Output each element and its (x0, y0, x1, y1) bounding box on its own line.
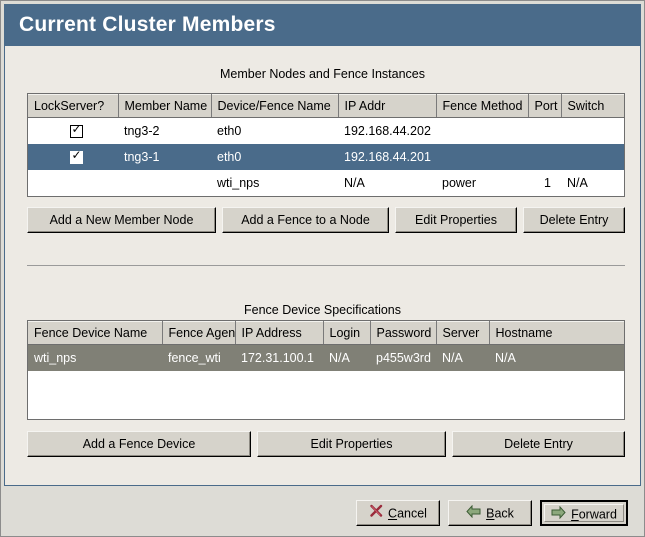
port-cell: 1 (528, 169, 561, 196)
column-header-password[interactable]: Password (370, 321, 437, 345)
forward-mnemonic: F (571, 507, 579, 522)
table-header-row: Fence Device Name Fence Agent IP Address… (28, 321, 624, 345)
column-header-ip-address[interactable]: IP Address (235, 321, 324, 345)
column-header-server[interactable]: Server (436, 321, 490, 345)
port-cell (528, 117, 561, 144)
column-header-port[interactable]: Port (528, 94, 562, 118)
fence-agent-cell: fence_wti (162, 344, 235, 371)
member-name-cell (118, 169, 211, 196)
back-mnemonic: B (486, 506, 495, 521)
arrow-left-icon (466, 502, 481, 526)
ip-address-cell: 172.31.100.1 (235, 344, 323, 371)
column-header-ip-addr[interactable]: IP Addr (338, 94, 437, 118)
window-titlebar: Current Cluster Members (4, 4, 641, 46)
member-name-cell: tng3-1 (118, 143, 211, 170)
column-header-hostname[interactable]: Hostname (489, 321, 624, 345)
switch-cell (561, 117, 624, 144)
device-fence-name-cell: wti_nps (211, 169, 338, 196)
server-cell: N/A (436, 344, 489, 371)
device-fence-name-cell: eth0 (211, 143, 338, 170)
table-row[interactable]: ✓ tng3-2 eth0 192.168.44.202 (28, 117, 624, 144)
cancel-x-icon (369, 502, 383, 526)
arrow-right-icon (551, 505, 566, 524)
lockserver-checkbox[interactable]: ✓ (69, 147, 83, 164)
fence-edit-properties-button[interactable]: Edit Properties (257, 431, 446, 457)
forward-label: orward (578, 507, 617, 522)
member-edit-properties-button[interactable]: Edit Properties (395, 207, 517, 233)
table-row[interactable]: wti_nps fence_wti 172.31.100.1 N/A p455w… (28, 344, 624, 371)
fence-method-cell (436, 143, 528, 170)
column-header-fence-agent[interactable]: Fence Agent (162, 321, 236, 345)
member-nodes-table[interactable]: LockServer? Member Name Device/Fence Nam… (27, 93, 625, 197)
column-header-member-name[interactable]: Member Name (118, 94, 212, 118)
fence-devices-table[interactable]: Fence Device Name Fence Agent IP Address… (27, 320, 625, 420)
add-new-member-node-button[interactable]: Add a New Member Node (27, 207, 216, 233)
dialog-footer: Cancel Back Forward (4, 487, 641, 535)
back-button[interactable]: Back (448, 500, 532, 526)
back-label: ack (494, 506, 514, 521)
section-divider (27, 265, 625, 266)
fence-delete-entry-button[interactable]: Delete Entry (452, 431, 625, 457)
table-row[interactable]: ✓ tng3-1 eth0 192.168.44.201 (28, 143, 624, 170)
port-cell (528, 143, 561, 170)
ip-addr-cell: 192.168.44.202 (338, 117, 436, 144)
switch-cell: N/A (561, 169, 624, 196)
lockserver-checkbox[interactable]: ✓ (69, 121, 83, 138)
column-header-fence-device-name[interactable]: Fence Device Name (28, 321, 163, 345)
lockserver-cell[interactable]: ✓ (28, 117, 118, 144)
fence-device-name-cell: wti_nps (28, 344, 162, 371)
page-title: Current Cluster Members (19, 13, 276, 36)
column-header-device-fence-name[interactable]: Device/Fence Name (211, 94, 339, 118)
switch-cell (561, 143, 624, 170)
cancel-mnemonic: C (388, 506, 398, 521)
column-header-login[interactable]: Login (323, 321, 371, 345)
cancel-label: ancel (397, 506, 427, 521)
column-header-switch[interactable]: Switch (561, 94, 624, 118)
column-header-fence-method[interactable]: Fence Method (436, 94, 529, 118)
hostname-cell: N/A (489, 344, 624, 371)
login-cell: N/A (323, 344, 370, 371)
fence-method-cell: power (436, 169, 528, 196)
table-row[interactable]: wti_nps N/A power 1 N/A (28, 169, 624, 196)
add-fence-device-button[interactable]: Add a Fence Device (27, 431, 251, 457)
column-header-lockserver[interactable]: LockServer? (28, 94, 119, 118)
fence-section-caption: Fence Device Specifications (243, 303, 402, 317)
password-cell: p455w3rd (370, 344, 436, 371)
add-fence-to-node-button[interactable]: Add a Fence to a Node (222, 207, 389, 233)
ip-addr-cell: 192.168.44.201 (338, 143, 436, 170)
cancel-button[interactable]: Cancel (356, 500, 440, 526)
ip-addr-cell: N/A (338, 169, 436, 196)
members-section-caption: Member Nodes and Fence Instances (220, 67, 425, 81)
member-name-cell: tng3-2 (118, 117, 211, 144)
member-delete-entry-button[interactable]: Delete Entry (523, 207, 625, 233)
table-header-row: LockServer? Member Name Device/Fence Nam… (28, 94, 624, 118)
device-fence-name-cell: eth0 (211, 117, 338, 144)
forward-button[interactable]: Forward (540, 500, 628, 526)
content-panel: Member Nodes and Fence Instances LockSer… (4, 46, 641, 486)
lockserver-cell[interactable]: ✓ (28, 143, 118, 170)
fence-method-cell (436, 117, 528, 144)
lockserver-cell (28, 169, 118, 196)
